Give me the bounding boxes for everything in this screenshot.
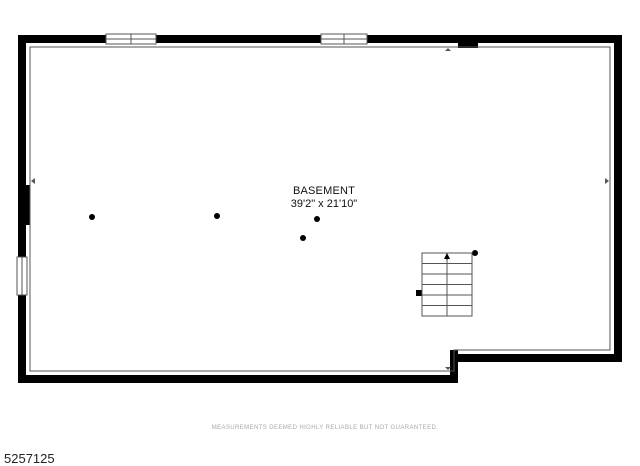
support-posts: [89, 213, 478, 296]
post-1: [89, 214, 95, 220]
post-3: [314, 216, 320, 222]
wall-right: [614, 35, 622, 362]
listing-id: 5257125: [4, 451, 55, 466]
dimension-markers: [31, 48, 609, 370]
window-left: [16, 256, 28, 296]
room-dimensions: 39'2" x 21'10": [290, 198, 358, 210]
marker-top: [445, 48, 451, 51]
post-5: [472, 250, 478, 256]
wall-bottom-left: [18, 375, 458, 383]
stair-direction-arrow: [444, 253, 450, 259]
wall-top: [18, 35, 622, 43]
post-4: [300, 235, 306, 241]
disclaimer: MEASUREMENTS DEEMED HIGHLY RELIABLE BUT …: [211, 425, 439, 431]
window-top-center: [320, 33, 368, 45]
marker-bottom: [445, 367, 451, 370]
marker-right: [605, 178, 609, 184]
wall-thick-left: [18, 185, 30, 225]
window-top-left: [105, 33, 157, 45]
post-2: [214, 213, 220, 219]
wall-top-block: [458, 40, 478, 48]
post-square: [416, 290, 422, 296]
staircase: [421, 252, 473, 317]
wall-bottom-right: [450, 354, 622, 362]
exterior-walls: [18, 35, 622, 383]
room-name: BASEMENT: [292, 185, 356, 197]
interior-wall-line: [29, 46, 611, 372]
marker-left: [31, 178, 35, 184]
